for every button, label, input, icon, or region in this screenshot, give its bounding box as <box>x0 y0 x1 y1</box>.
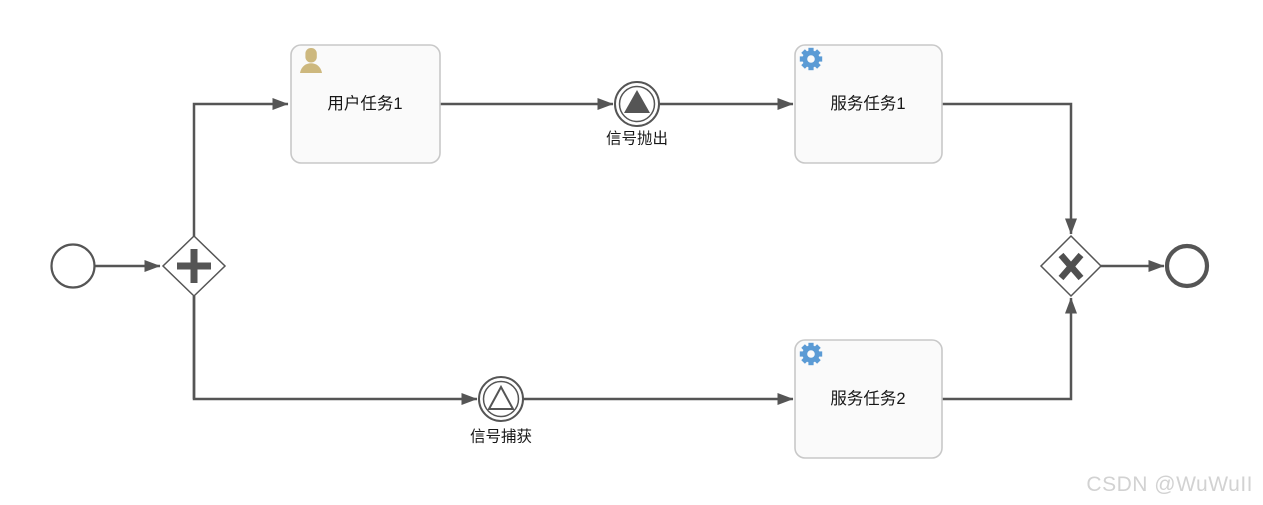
plus-icon <box>177 249 211 283</box>
service-task-2: 服务任务2 <box>794 339 943 459</box>
signal-throw-event <box>614 81 660 127</box>
service-task-1-label: 服务任务1 <box>830 94 905 113</box>
user-task-1-label: 用户任务1 <box>327 94 402 113</box>
flow-parallel-to-user-task <box>192 98 289 236</box>
service-task-2-label: 服务任务2 <box>830 389 905 408</box>
watermark: CSDN @WuWuII <box>1086 473 1253 496</box>
flow-service-task-1-to-exclusive-gateway <box>942 102 1077 235</box>
signal-catch-label: 信号捕获 <box>470 428 532 446</box>
flow-service-task-2-to-exclusive-gateway <box>942 297 1077 401</box>
gear-icon <box>799 342 823 366</box>
exclusive-gateway <box>1039 234 1103 298</box>
signal-catch-event <box>478 376 524 422</box>
user-task-1: 用户任务1 <box>290 44 441 164</box>
start-event <box>50 243 96 289</box>
flow-parallel-to-signal-catch <box>192 296 478 405</box>
gear-icon <box>799 47 823 71</box>
signal-catch-icon <box>487 384 515 410</box>
parallel-gateway <box>161 234 227 298</box>
service-task-1: 服务任务1 <box>794 44 943 164</box>
x-icon <box>1058 252 1084 281</box>
user-icon <box>300 48 322 73</box>
signal-throw-label: 信号抛出 <box>606 130 668 148</box>
end-event <box>1164 243 1210 289</box>
signal-throw-icon <box>624 90 650 113</box>
